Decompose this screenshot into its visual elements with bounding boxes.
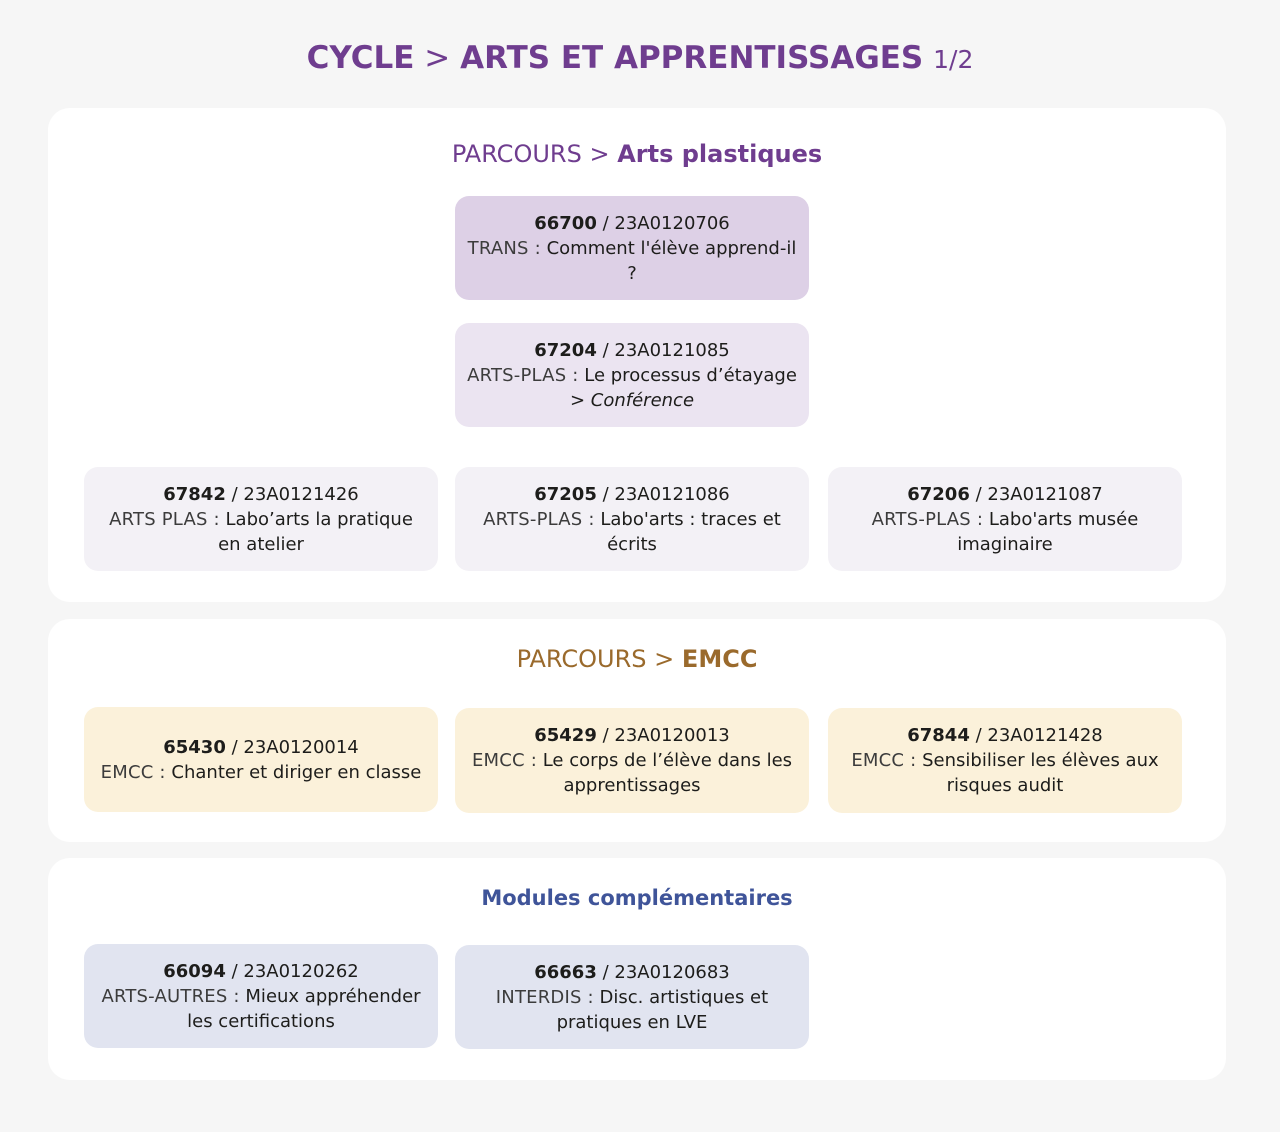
module-card-67205[interactable]: 67205 / 23A0121086 ARTS-PLAS : Labo'arts… bbox=[455, 467, 809, 571]
emcc-section-title: PARCOURS > EMCC bbox=[48, 645, 1226, 673]
module-card-67844[interactable]: 67844 / 23A0121428 EMCC : Sensibiliser l… bbox=[828, 708, 1182, 813]
arts-section-title: PARCOURS > Arts plastiques bbox=[48, 140, 1226, 168]
title-cycle: CYCLE bbox=[306, 40, 415, 76]
complementary-section-title: Modules complémentaires bbox=[481, 886, 793, 910]
section-separator: > bbox=[589, 140, 610, 168]
page-indicator: 1/2 bbox=[933, 45, 974, 74]
module-card-67842[interactable]: 67842 / 23A0121426 ARTS PLAS : Labo’arts… bbox=[84, 467, 438, 571]
module-card-65430[interactable]: 65430 / 23A0120014 EMCC : Chanter et dir… bbox=[84, 707, 438, 812]
module-card-67204[interactable]: 67204 / 23A0121085 ARTS-PLAS : Le proces… bbox=[455, 323, 809, 427]
title-name: ARTS ET APPRENTISSAGES bbox=[460, 40, 924, 76]
section-prefix: PARCOURS bbox=[516, 645, 647, 673]
page-title: CYCLE > ARTS ET APPRENTISSAGES 1/2 bbox=[0, 40, 1280, 76]
section-separator: > bbox=[654, 645, 675, 673]
section-name: EMCC bbox=[681, 645, 758, 673]
section-prefix: PARCOURS bbox=[451, 140, 582, 168]
module-card-66663[interactable]: 66663 / 23A0120683 INTERDIS : Disc. arti… bbox=[455, 945, 809, 1049]
title-separator: > bbox=[424, 40, 451, 76]
module-card-67206[interactable]: 67206 / 23A0121087 ARTS-PLAS : Labo'arts… bbox=[828, 467, 1182, 571]
module-card-66700[interactable]: 66700 / 23A0120706 TRANS : Comment l'élè… bbox=[455, 196, 809, 300]
module-note: > Conférence bbox=[569, 389, 695, 411]
module-card-65429[interactable]: 65429 / 23A0120013 EMCC : Le corps de l’… bbox=[455, 708, 809, 813]
section-name: Arts plastiques bbox=[617, 140, 823, 168]
module-card-66094[interactable]: 66094 / 23A0120262 ARTS-AUTRES : Mieux a… bbox=[84, 944, 438, 1048]
